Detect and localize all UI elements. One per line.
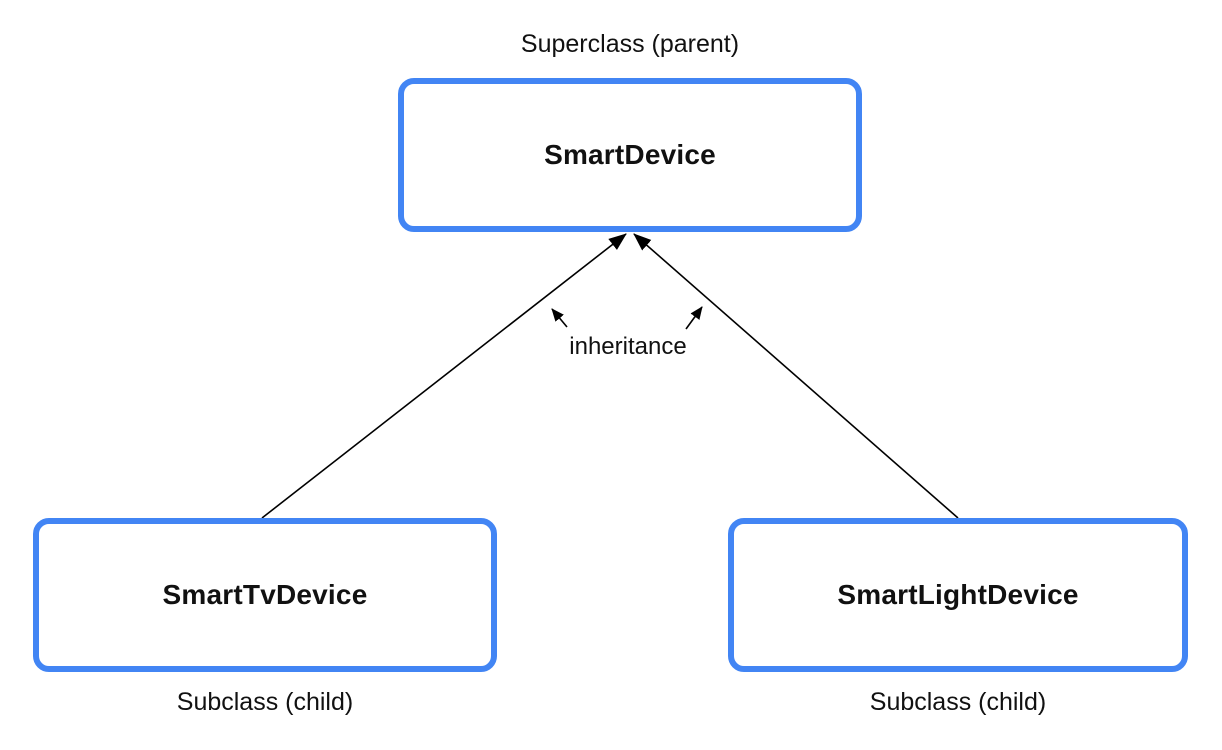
subclass-left-caption: Subclass (child) bbox=[176, 688, 354, 716]
inheritance-pointer-left-icon bbox=[551, 308, 568, 328]
class-box-subclass-left: SmartTvDevice bbox=[33, 518, 497, 672]
class-box-subclass-right: SmartLightDevice bbox=[728, 518, 1188, 672]
inheritance-arrow-right bbox=[633, 233, 959, 519]
superclass-caption: Superclass (parent) bbox=[520, 30, 740, 58]
superclass-name: SmartDevice bbox=[544, 139, 716, 170]
inheritance-label: inheritance bbox=[569, 333, 687, 360]
inheritance-pointer-right-icon bbox=[685, 306, 703, 330]
subclass-right-caption: Subclass (child) bbox=[869, 688, 1047, 716]
subclass-left-name: SmartTvDevice bbox=[162, 579, 368, 610]
subclass-right-name: SmartLightDevice bbox=[837, 579, 1079, 610]
class-box-superclass: SmartDevice bbox=[398, 78, 862, 232]
inheritance-arrow-left bbox=[261, 233, 627, 519]
